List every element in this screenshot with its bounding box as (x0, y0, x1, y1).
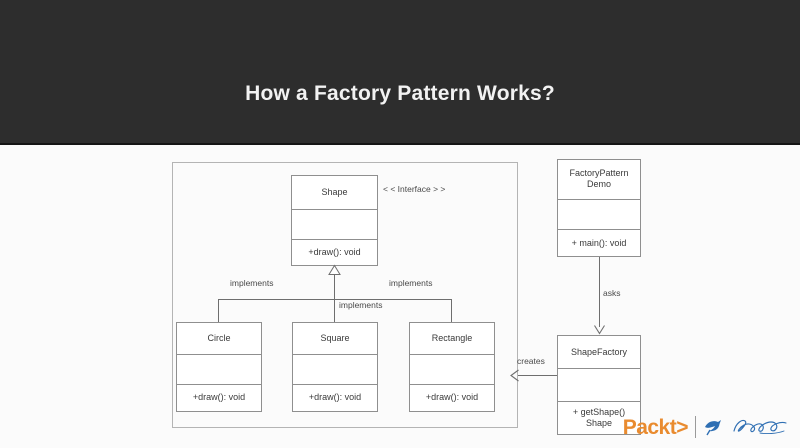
generalization-arrowhead-shape (328, 264, 341, 275)
uml-class-diagram: Shape +draw(): void < < Interface > > im… (0, 147, 800, 448)
class-name-shape-factory: ShapeFactory (558, 336, 640, 369)
class-ops-shape: +draw(): void (308, 246, 361, 257)
class-ops-square: +draw(): void (308, 392, 362, 403)
class-ops-rectangle: +draw(): void (425, 392, 479, 403)
class-attrs-shape (292, 210, 377, 240)
class-name-factory-pattern-demo: FactoryPattern Demo (558, 160, 640, 200)
page-title: How a Factory Pattern Works? (245, 82, 555, 105)
class-box-shape-factory[interactable]: ShapeFactory + getShape() Shape (557, 335, 641, 435)
edge-label-creates: creates (517, 356, 545, 366)
class-box-rectangle[interactable]: Rectangle +draw(): void (409, 322, 495, 412)
signature-mark (733, 419, 787, 435)
class-name-line1: FactoryPattern (569, 168, 629, 179)
class-attrs-factory-pattern-demo (558, 200, 640, 231)
class-ops-line2: Shape (585, 418, 613, 428)
class-box-square[interactable]: Square +draw(): void (292, 322, 378, 412)
class-box-circle[interactable]: Circle +draw(): void (176, 322, 262, 412)
stereotype-interface: < < Interface > > (383, 184, 446, 194)
slide-body: Shape +draw(): void < < Interface > > im… (0, 147, 800, 448)
edge-label-implements-left: implements (230, 278, 274, 288)
connector-bus-to-square (334, 299, 335, 322)
class-ops-line1: + getShape() (572, 407, 626, 417)
packt-wordmark: Packt> (622, 416, 689, 439)
asks-arrowhead (594, 325, 605, 335)
slide-header: How a Factory Pattern Works? (0, 0, 800, 145)
class-name-line2: Demo (586, 179, 611, 190)
class-name-rectangle: Rectangle (410, 323, 494, 356)
edge-label-implements-right: implements (389, 278, 433, 288)
bird-icon (705, 420, 721, 436)
class-attrs-circle (177, 355, 261, 385)
class-box-factory-pattern-demo[interactable]: FactoryPattern Demo + main(): void (557, 159, 641, 257)
class-ops-factory-pattern-demo: + main(): void (571, 237, 627, 248)
connector-shape-to-bus (334, 275, 335, 299)
creates-arrowhead (510, 369, 519, 382)
class-attrs-shape-factory (558, 369, 640, 402)
class-name-circle: Circle (177, 323, 261, 356)
connector-bus-to-circle (218, 299, 219, 322)
packt-branding: Packt> (623, 410, 792, 444)
class-name-shape: Shape (292, 176, 377, 211)
connector-creates (518, 375, 557, 376)
packt-wordmark-group: Packt> (622, 416, 689, 439)
class-attrs-square (293, 355, 377, 385)
edge-label-implements-center: implements (339, 300, 383, 310)
connector-asks (599, 257, 600, 327)
edge-label-asks: asks (603, 288, 621, 298)
class-attrs-rectangle (410, 355, 494, 385)
class-ops-circle: +draw(): void (192, 392, 246, 403)
class-ops-shape-factory: + getShape() Shape (558, 402, 640, 434)
logo-divider (695, 416, 696, 438)
class-name-square: Square (293, 323, 377, 356)
package-frame (172, 162, 518, 428)
connector-bus-to-rectangle (451, 299, 452, 322)
class-box-shape[interactable]: Shape +draw(): void (291, 175, 378, 266)
